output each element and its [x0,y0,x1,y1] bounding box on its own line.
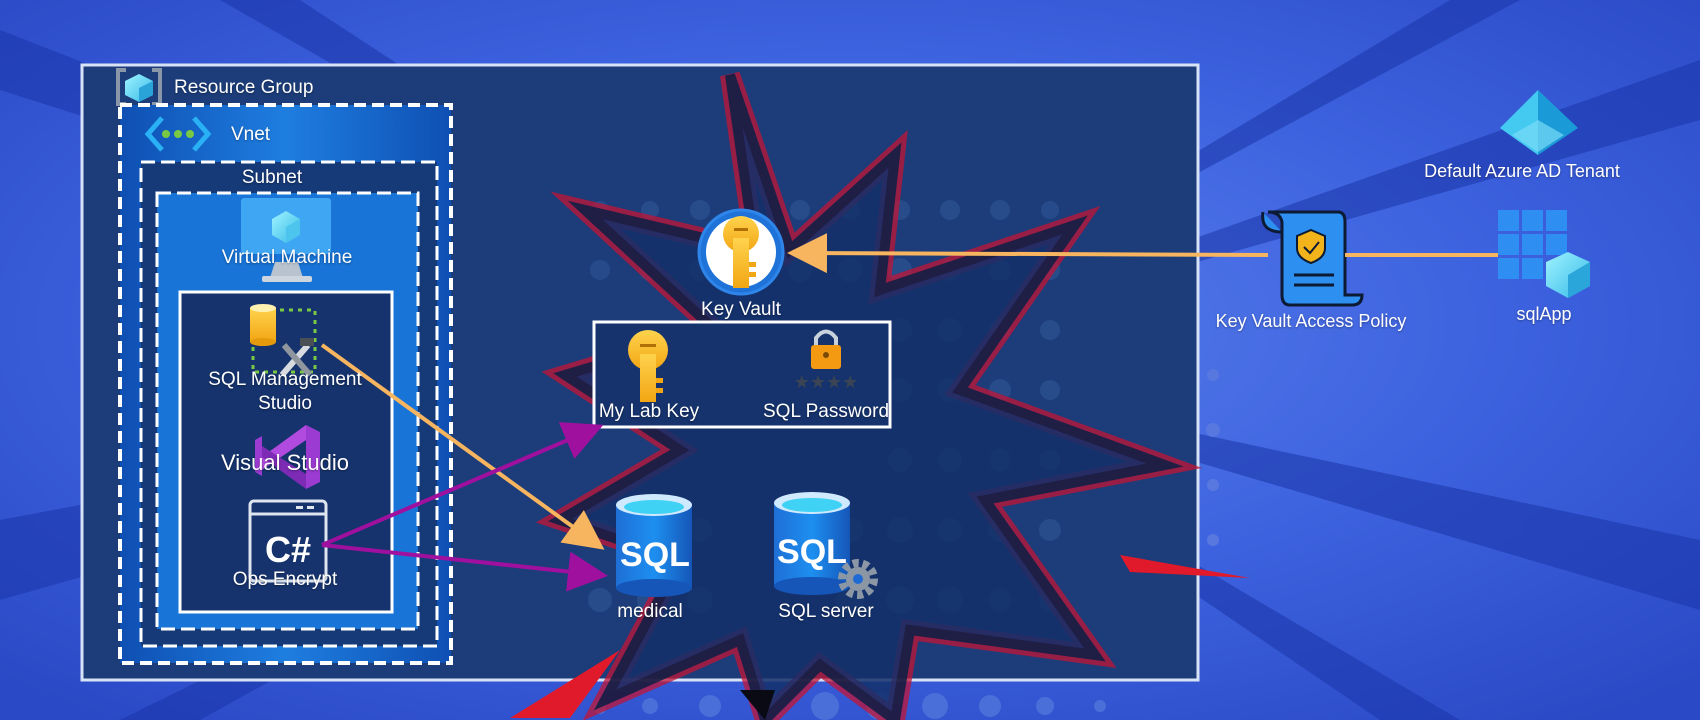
sql-server-gear-icon: SQL [774,492,878,599]
sqlapp-label: sqlApp [1516,304,1572,324]
vnet-icon [144,116,212,152]
sql-password-label: SQL Password [762,401,890,422]
policy-scroll-icon [1261,210,1364,307]
svg-text:SQL: SQL [777,533,847,571]
database-tools-icon [250,304,317,377]
app-registration-icon [1498,210,1590,298]
visual-studio-icon [255,425,320,489]
my-lab-key-label: My Lab Key [598,401,700,422]
monitor-cube-icon [241,198,331,282]
virtual-machine-label: Virtual Machine [221,247,353,268]
svg-text:★★★★: ★★★★ [794,372,859,393]
tenant-label: Default Azure AD Tenant [1424,161,1620,181]
resource-group-icon [116,68,162,106]
sql-database-icon: SQL [616,494,692,597]
access-policy-label: Key Vault Access Policy [1215,311,1407,331]
policy-to-keyvault-arrow [787,233,1269,274]
starburst-red-spike [1120,555,1250,578]
starburst-black-spike [740,690,775,720]
right-dots [1206,369,1220,546]
padlock-icon: ★★★★ [794,329,859,393]
starburst-red-spike-left [510,650,620,718]
medical-label: medical [617,601,683,622]
csharp-window-icon: C# [248,499,328,583]
sql-server-label: SQL server [778,601,874,622]
key-circle-icon [697,208,785,296]
ops-encrypt-label: Ops Encrypt [232,569,338,590]
resource-group-label: Resource Group [174,77,314,98]
visual-studio-label: Visual Studio [220,450,350,475]
vnet-label: Vnet [231,124,271,145]
ssms-to-medical-arrow [320,343,605,550]
key-icon [628,330,668,402]
key-vault-label: Key Vault [701,299,781,320]
svg-text:C#: C# [265,529,311,570]
subnet-label: Subnet [241,167,303,188]
opsencrypt-to-key-arrow [321,422,604,547]
azure-ad-pyramid-icon [1500,90,1578,155]
opsencrypt-to-medical-arrow [321,543,608,592]
ssms-label: SQL Management Studio [208,369,362,414]
svg-text:SQL: SQL [620,536,690,574]
